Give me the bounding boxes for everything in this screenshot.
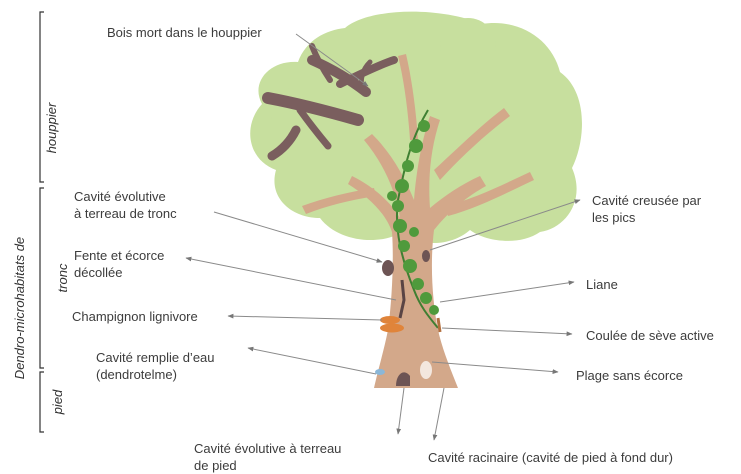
water-hollow [375,369,385,375]
group-label-text: Dendro-microhabitats de [12,237,27,379]
label-cavite-racinaire: Cavité racinaire (cavité de pied à fond … [428,449,673,466]
label-cavite-pics-line1: Cavité creusée par [592,192,701,209]
label-cavite-tronc: Cavité évolutive à terreau de tronc [74,188,177,222]
label-fente: Fente et écorce décollée [74,247,164,281]
label-fente-line2: décollée [74,264,164,281]
section-pied-label: pied [50,382,66,422]
label-coulee: Coulée de sève active [586,327,714,344]
label-cavite-eau-line1: Cavité remplie d’eau [96,349,215,366]
bare-patch [420,361,432,379]
label-bois-mort: Bois mort dans le houppier [107,24,262,41]
sap-flow [438,318,440,332]
section-houppier-label: houppier [44,98,60,158]
label-plage: Plage sans écorce [576,367,683,384]
label-cavite-eau: Cavité remplie d’eau (dendrotelme) [96,349,215,383]
label-cavite-tronc-line2: à terreau de tronc [74,205,177,222]
label-fente-line1: Fente et écorce [74,247,164,264]
label-champignon: Champignon lignivore [72,308,198,325]
label-liane: Liane [586,276,618,293]
label-cavite-pics: Cavité creusée par les pics [592,192,701,226]
label-cavite-pied-line1: Cavité évolutive à terreau [194,440,341,457]
trunk-cavity [382,260,394,276]
label-cavite-tronc-line1: Cavité évolutive [74,188,177,205]
label-cavite-pics-line2: les pics [592,209,701,226]
section-tronc-label: tronc [55,253,71,303]
label-cavite-pied-line2: de pied [194,457,341,474]
woodpecker-hole [422,250,430,262]
label-cavite-eau-line2: (dendrotelme) [96,366,215,383]
section-group-label: Dendro-microhabitats de [12,198,28,418]
